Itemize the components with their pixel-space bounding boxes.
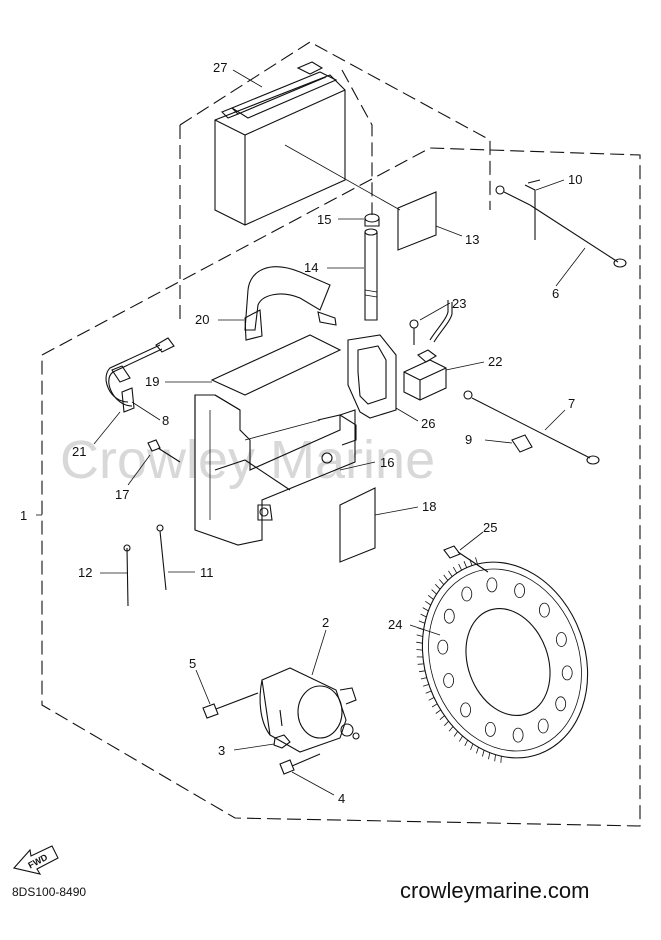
gear-tooth xyxy=(425,601,430,605)
gear-tooth xyxy=(454,731,458,736)
callout-25: 25 xyxy=(483,520,497,535)
gear-tooth xyxy=(471,744,474,750)
callout-13: 13 xyxy=(465,232,479,247)
callout-19: 19 xyxy=(145,374,159,389)
callout-22: 22 xyxy=(488,354,502,369)
callout-18: 18 xyxy=(422,499,436,514)
battery xyxy=(215,62,345,225)
breather-hose xyxy=(365,214,379,320)
callout-10: 10 xyxy=(568,172,582,187)
gear-tooth xyxy=(416,650,422,651)
callout-14: 14 xyxy=(304,260,318,275)
callout-16: 16 xyxy=(380,455,394,470)
gear-tooth xyxy=(428,595,433,599)
battery-lead-negative xyxy=(496,180,626,267)
callout-20: 20 xyxy=(195,312,209,327)
website-label: crowleymarine.com xyxy=(400,878,590,903)
gear-tooth xyxy=(459,736,462,742)
gear-tooth xyxy=(423,684,429,686)
part-code: 8DS100-8490 xyxy=(12,885,86,899)
bolt-4 xyxy=(280,754,320,774)
relay-cover xyxy=(348,335,396,418)
gear-tooth xyxy=(489,753,490,760)
callout-12: 12 xyxy=(78,565,92,580)
gear-tooth xyxy=(417,635,423,637)
rubber-sheet xyxy=(212,335,340,395)
gear-tooth xyxy=(426,691,432,693)
gear-hole xyxy=(515,584,525,598)
gear-tooth xyxy=(449,727,453,732)
gear-tooth xyxy=(419,671,425,672)
callout-6: 6 xyxy=(552,286,559,301)
gear-tooth xyxy=(440,716,445,720)
gear-hole xyxy=(562,666,572,680)
gear-tooth xyxy=(421,678,427,679)
gear-tooth xyxy=(419,621,425,623)
gear-tooth xyxy=(432,704,437,707)
gear-tooth xyxy=(421,614,427,617)
fwd-label: FWD xyxy=(26,852,49,871)
callout-8: 8 xyxy=(162,413,169,428)
gear-hole xyxy=(461,703,471,717)
gear-tooth xyxy=(439,579,444,584)
gear-hole xyxy=(539,603,549,617)
callout-26: 26 xyxy=(421,416,435,431)
gear-hole xyxy=(556,697,566,711)
gear-hole xyxy=(444,609,454,623)
gear-tooth xyxy=(416,642,422,643)
gear-tooth xyxy=(465,740,468,746)
gear-hole xyxy=(556,633,566,647)
bolt-5 xyxy=(203,693,258,718)
gear-tooth xyxy=(444,721,448,726)
gear-tooth xyxy=(495,755,496,762)
gear-hole xyxy=(513,728,523,742)
gear-hole xyxy=(444,674,454,688)
callout-4: 4 xyxy=(338,791,345,806)
callout-24: 24 xyxy=(388,617,402,632)
cover-sheet xyxy=(340,488,375,562)
callout-23: 23 xyxy=(452,296,466,311)
callout-21: 21 xyxy=(72,444,86,459)
gear-hole xyxy=(438,640,448,654)
callout-3: 3 xyxy=(218,743,225,758)
plus-lead xyxy=(106,338,174,412)
gear-tooth xyxy=(476,557,478,564)
gear-tooth xyxy=(448,571,452,577)
callout-1: 1 xyxy=(20,508,27,523)
gear-tooth xyxy=(482,750,484,756)
gear-tooth xyxy=(453,567,457,573)
callout-2: 2 xyxy=(322,615,329,630)
gear-tooth xyxy=(436,710,441,714)
gear-hole xyxy=(485,722,495,736)
callout-5: 5 xyxy=(189,656,196,671)
callout-7: 7 xyxy=(568,396,575,411)
gear-tooth xyxy=(476,747,478,753)
callout-9: 9 xyxy=(465,432,472,447)
callout-17: 17 xyxy=(115,487,129,502)
gear-hole xyxy=(487,578,497,592)
battery-pad xyxy=(398,192,436,250)
cable-bands xyxy=(124,525,166,606)
gear-tooth xyxy=(432,590,437,595)
fwd-arrow-icon: FWD xyxy=(14,846,58,874)
callout-15: 15 xyxy=(317,212,331,227)
starter-relay xyxy=(404,300,452,400)
gear-tooth xyxy=(444,575,448,581)
callout-11: 11 xyxy=(200,565,214,580)
callout-27: 27 xyxy=(213,60,227,75)
gear-tooth xyxy=(429,698,434,701)
gear-tooth xyxy=(423,608,429,611)
gear-tooth xyxy=(435,584,440,589)
gear-tooth xyxy=(459,564,462,570)
battery-band xyxy=(245,267,336,340)
starter-gear xyxy=(396,539,615,782)
gear-hole xyxy=(538,719,548,733)
relay-lead xyxy=(464,391,599,464)
gear-hole xyxy=(462,587,472,601)
gear-tooth xyxy=(464,561,467,568)
